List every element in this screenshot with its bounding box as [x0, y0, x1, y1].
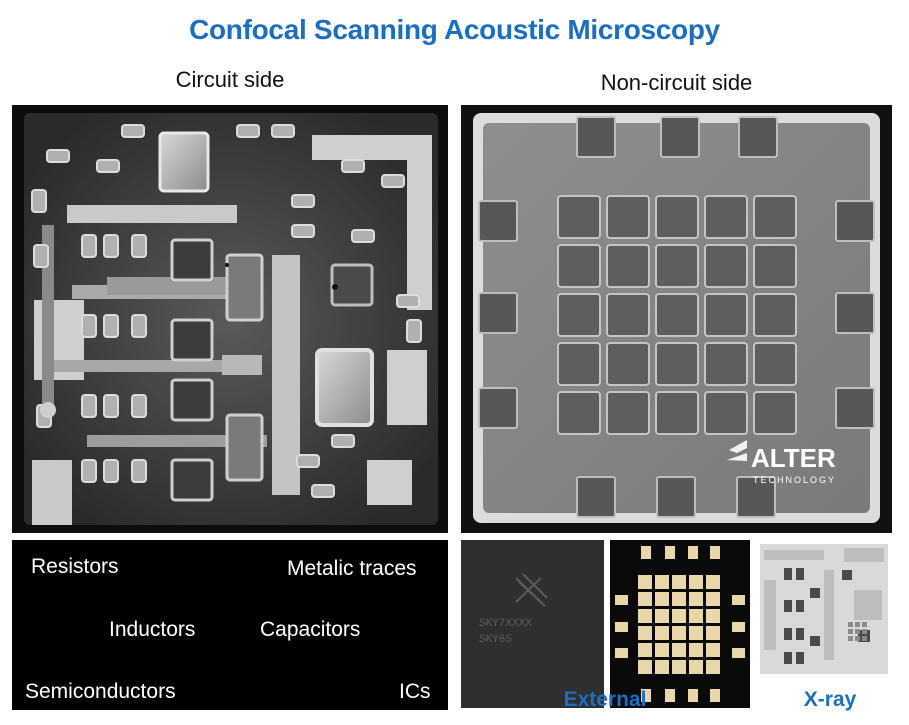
legend-metalic-traces: Metalic traces	[287, 557, 417, 580]
chip-marking-line1: SKY7XXXX	[479, 618, 532, 630]
legend-inductors: Inductors	[109, 618, 196, 641]
legend-resistors: Resistors	[31, 555, 119, 578]
alter-logo-icon	[727, 440, 747, 461]
chip-marking-line2: SKY65	[479, 634, 512, 646]
external-caption: External	[563, 688, 647, 711]
watermark-subtext: TECHNOLOGY	[753, 475, 836, 485]
page-title: Confocal Scanning Acoustic Microscopy	[189, 14, 720, 45]
legend-semiconductors: Semiconductors	[25, 680, 176, 703]
legend-ics: ICs	[399, 680, 431, 703]
watermark-text: ALTER	[751, 443, 836, 473]
external-chip-image: SKY7XXXX SKY65	[461, 540, 604, 708]
noncircuit-side-label: Non-circuit side	[600, 70, 753, 95]
legend-capacitors: Capacitors	[260, 618, 361, 641]
component-legend: Resistors Metalic traces Inductors Capac…	[12, 540, 448, 710]
chip-bottom-pads-image	[610, 540, 750, 708]
circuit-side-image	[12, 105, 448, 533]
xray-caption: X-ray	[803, 688, 857, 711]
noncircuit-side-image: ALTER TECHNOLOGY	[461, 105, 892, 533]
xray-image	[754, 540, 892, 708]
circuit-side-label: Circuit side	[175, 67, 285, 92]
